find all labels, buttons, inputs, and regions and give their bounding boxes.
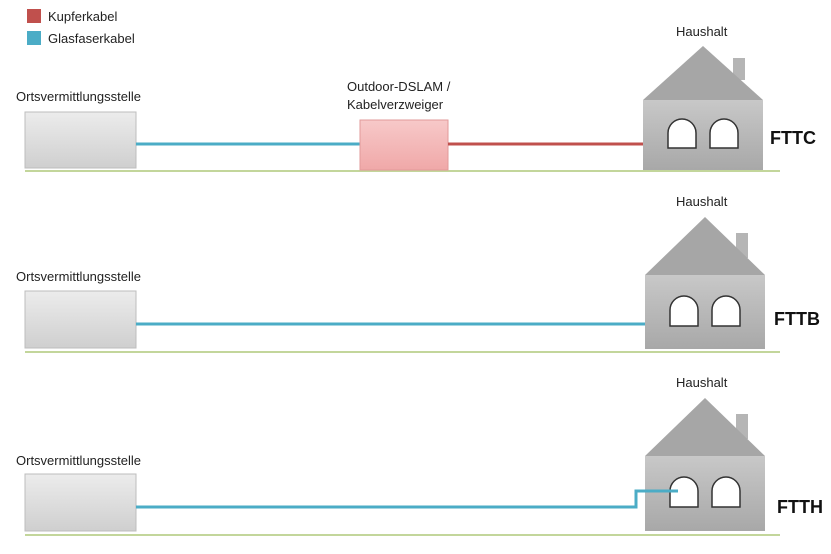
cabinet-label-line1: Outdoor-DSLAM /	[347, 79, 451, 94]
type-label: FTTC	[770, 128, 816, 148]
house-icon	[643, 46, 763, 170]
legend: Kupferkabel Glasfaserkabel	[27, 9, 135, 46]
row-fttb: Ortsvermittlungsstelle Haushalt FTTB	[16, 194, 820, 353]
house-label: Haushalt	[676, 375, 728, 390]
exchange-box	[24, 290, 137, 349]
legend-copper-label: Kupferkabel	[48, 9, 117, 24]
house-icon	[645, 398, 765, 531]
window-icon	[711, 476, 741, 508]
exchange-label: Ortsvermittlungsstelle	[16, 89, 141, 104]
house-icon	[645, 217, 765, 349]
legend-fiber-swatch	[27, 31, 41, 45]
window-icon	[669, 295, 699, 327]
type-label: FTTB	[774, 309, 820, 329]
cabinet-label-line2: Kabelverzweiger	[347, 97, 444, 112]
house-label: Haushalt	[676, 194, 728, 209]
dslam-cabinet-box	[359, 119, 449, 171]
window-icon	[709, 118, 739, 149]
legend-fiber-label: Glasfaserkabel	[48, 31, 135, 46]
house-label: Haushalt	[676, 24, 728, 39]
row-ftth: Ortsvermittlungsstelle Haushalt FTTH	[16, 375, 823, 536]
fiber-cable	[136, 489, 678, 509]
window-icon	[669, 476, 699, 508]
exchange-box	[24, 473, 137, 532]
window-icon	[667, 118, 697, 149]
exchange-label: Ortsvermittlungsstelle	[16, 453, 141, 468]
legend-copper-swatch	[27, 9, 41, 23]
type-label: FTTH	[777, 497, 823, 517]
row-fttc: Ortsvermittlungsstelle Outdoor-DSLAM / K…	[16, 24, 816, 172]
exchange-box	[24, 111, 137, 169]
window-icon	[711, 295, 741, 327]
exchange-label: Ortsvermittlungsstelle	[16, 269, 141, 284]
